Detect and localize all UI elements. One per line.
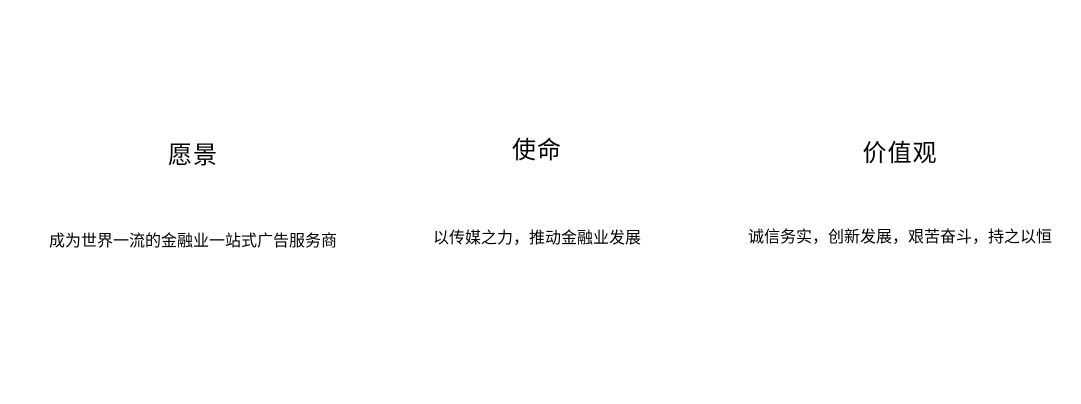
vision-title: 愿景: [168, 141, 218, 169]
values-title: 价值观: [862, 139, 938, 167]
vision-section: 愿景 成为世界一流的金融业一站式广告服务商: [33, 0, 353, 404]
values-section: 价值观 诚信务实，创新发展，艰苦奋斗，持之以恒: [730, 0, 1070, 404]
vision-text: 成为世界一流的金融业一站式广告服务商: [48, 231, 337, 250]
mission-text: 以传媒之力，推动金融业发展: [432, 228, 641, 247]
values-text: 诚信务实，创新发展，艰苦奋斗，持之以恒: [747, 227, 1052, 246]
mission-section: 使命 以传媒之力，推动金融业发展: [417, 0, 657, 404]
mission-title: 使命: [512, 136, 562, 164]
